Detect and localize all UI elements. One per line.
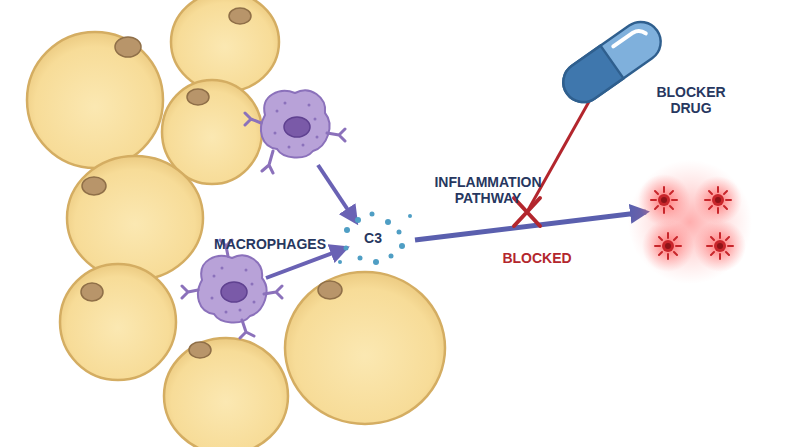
c3-particles xyxy=(338,212,412,266)
drug-capsule: BLOCKER DRUG xyxy=(558,14,738,126)
secretion-arrow xyxy=(318,165,356,222)
annotation-label: MACROPHAGES xyxy=(205,236,335,252)
protein-label: C3 xyxy=(352,230,394,246)
drug-label: BLOCKER DRUG xyxy=(654,84,728,116)
macrophage xyxy=(245,90,345,173)
adipocytes xyxy=(27,0,445,447)
annotation-label: BLOCKED xyxy=(492,250,582,266)
secretion-arrow xyxy=(266,248,346,278)
macrophage xyxy=(182,240,282,338)
annotation-label: INFLAMMATION PATHWAY xyxy=(427,174,549,206)
adipocyte-nuclei xyxy=(81,8,342,358)
protein-cluster: C3 xyxy=(352,229,398,250)
inflammation-cells xyxy=(628,160,752,284)
